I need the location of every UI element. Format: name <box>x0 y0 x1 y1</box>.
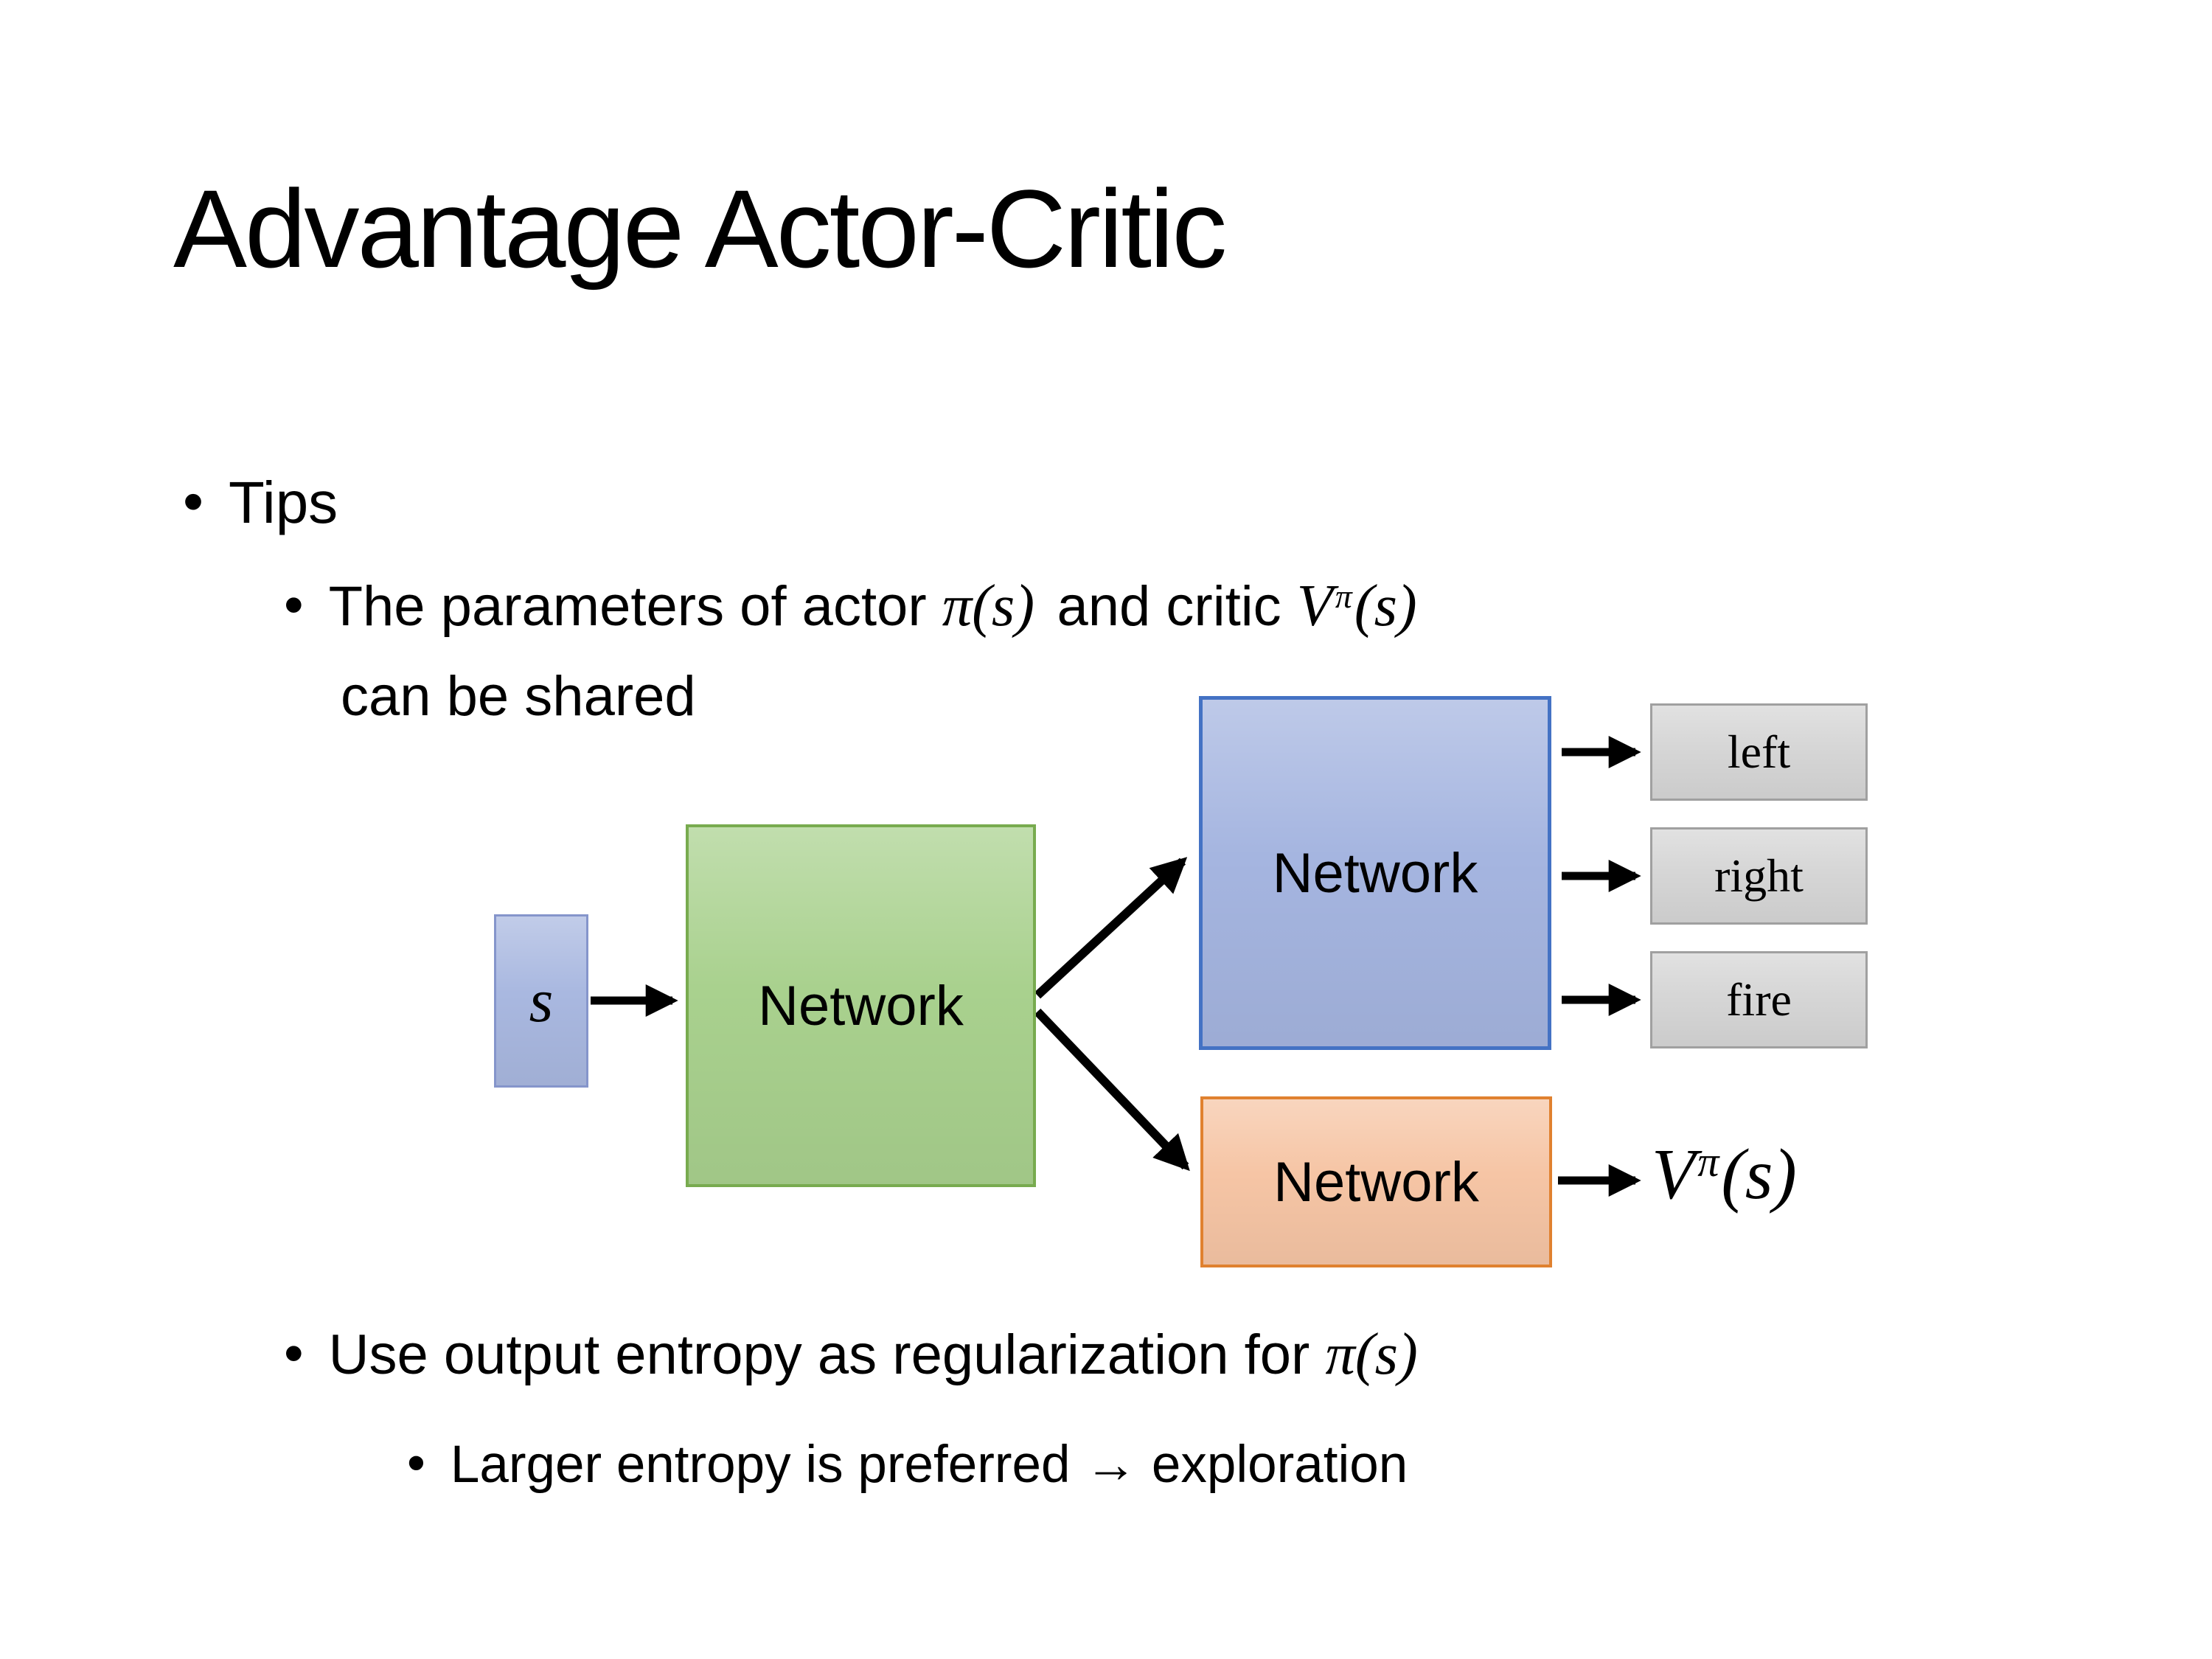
critic-pi-superscript: π <box>1335 577 1352 616</box>
tip2-text-before: Use output entropy as regularization for <box>328 1324 1326 1386</box>
tips-label: Tips <box>229 470 338 535</box>
action-box-right: right <box>1650 827 1868 925</box>
actor-network-box: Network <box>1199 696 1551 1050</box>
shared-network-label: Network <box>758 974 964 1037</box>
shared-network-box: Network <box>686 824 1036 1187</box>
bullet-icon: • <box>407 1434 425 1492</box>
value-base: V <box>1652 1135 1696 1214</box>
bullet-icon: • <box>284 1322 304 1385</box>
critic-network-box: Network <box>1200 1096 1552 1267</box>
action-right-label: right <box>1714 849 1804 902</box>
critic-v-base: V <box>1296 573 1333 639</box>
tip2-pi-s-math: π(s) <box>1325 1321 1418 1387</box>
state-label: s <box>529 967 554 1035</box>
action-box-fire: fire <box>1650 951 1868 1048</box>
bullet-entropy-regularization: • Use output entropy as regularization fo… <box>284 1321 1418 1389</box>
tip1-text-before: The parameters of actor <box>328 575 942 638</box>
arrow-shared-to-actor <box>1034 857 1188 999</box>
bullet-icon: • <box>183 468 204 534</box>
bullet-icon: • <box>284 574 304 636</box>
value-args: (s) <box>1721 1135 1797 1214</box>
tip1-text-line2: can be shared <box>341 665 696 728</box>
bullet-shared-parameters: •The parameters of actor π(s)and critic … <box>284 572 1417 641</box>
tip3-text: Larger entropy is preferred → exploratio… <box>450 1436 1408 1494</box>
critic-args: (s) <box>1354 573 1417 639</box>
actor-pi-s-math: π(s) <box>942 573 1035 639</box>
state-input-box: s <box>494 914 588 1088</box>
arrow-shared-to-critic <box>1034 1008 1190 1172</box>
page-title: Advantage Actor-Critic <box>173 167 1227 291</box>
action-fire-label: fire <box>1726 973 1792 1026</box>
critic-network-label: Network <box>1273 1150 1479 1214</box>
action-box-left: left <box>1650 703 1868 801</box>
actor-network-label: Network <box>1272 841 1478 905</box>
value-pi-superscript: π <box>1697 1137 1719 1186</box>
action-left-label: left <box>1727 726 1791 778</box>
bullet-larger-entropy: • Larger entropy is preferred → explorati… <box>407 1434 1408 1495</box>
tip1-wrap-line: can be shared <box>341 664 696 728</box>
tip1-text-middle: and critic <box>1057 575 1297 638</box>
bullet-tips: • Tips <box>183 468 338 537</box>
critic-value-output: Vπ(s) <box>1652 1135 1797 1214</box>
